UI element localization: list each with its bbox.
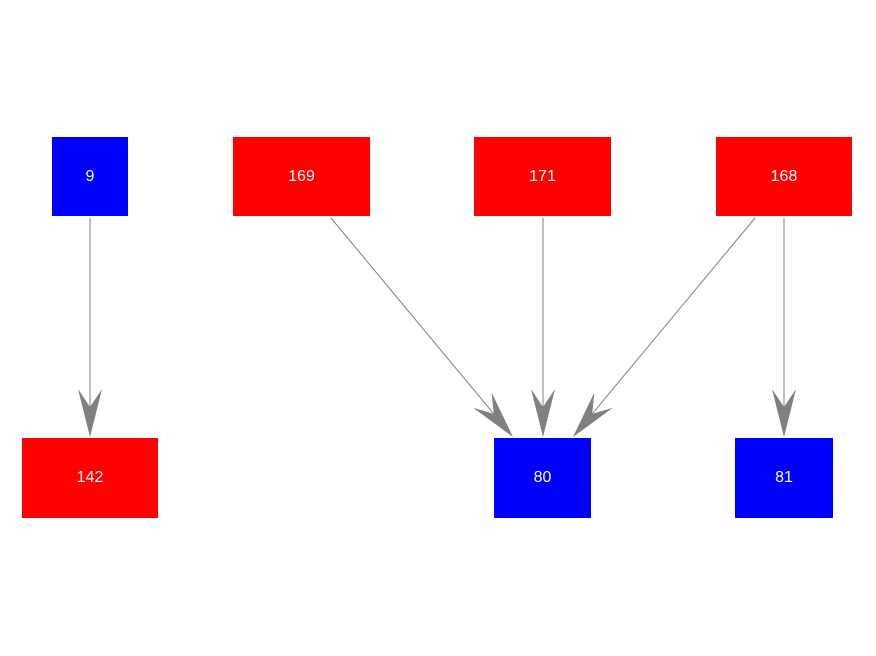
edge-171-to-80 xyxy=(531,218,555,437)
arrowhead-icon xyxy=(573,392,613,437)
node-label: 171 xyxy=(529,167,556,185)
node-label: 80 xyxy=(533,469,552,486)
node-9[interactable]: 9 xyxy=(52,137,128,216)
node-label: 168 xyxy=(770,167,798,185)
edge-line xyxy=(591,217,756,415)
node-81[interactable]: 81 xyxy=(735,438,833,518)
node-label: 142 xyxy=(76,469,104,486)
arrowhead-icon xyxy=(473,392,513,437)
node-80[interactable]: 80 xyxy=(494,438,591,518)
arrowhead-icon xyxy=(531,389,555,437)
node-label: 169 xyxy=(288,167,315,185)
node-168[interactable]: 168 xyxy=(716,137,852,216)
edge-9-to-142 xyxy=(78,218,102,437)
node-label: 81 xyxy=(775,469,793,486)
edge-168-to-81 xyxy=(772,218,796,437)
node-label: 9 xyxy=(85,167,95,185)
arrowhead-icon xyxy=(772,389,796,437)
edge-169-to-80 xyxy=(330,217,513,437)
edge-168-to-80 xyxy=(573,217,756,437)
node-142[interactable]: 142 xyxy=(22,438,158,518)
node-171[interactable]: 171 xyxy=(474,137,611,216)
arrowhead-icon xyxy=(78,389,102,437)
node-169[interactable]: 169 xyxy=(233,137,370,216)
edge-line xyxy=(330,217,495,415)
